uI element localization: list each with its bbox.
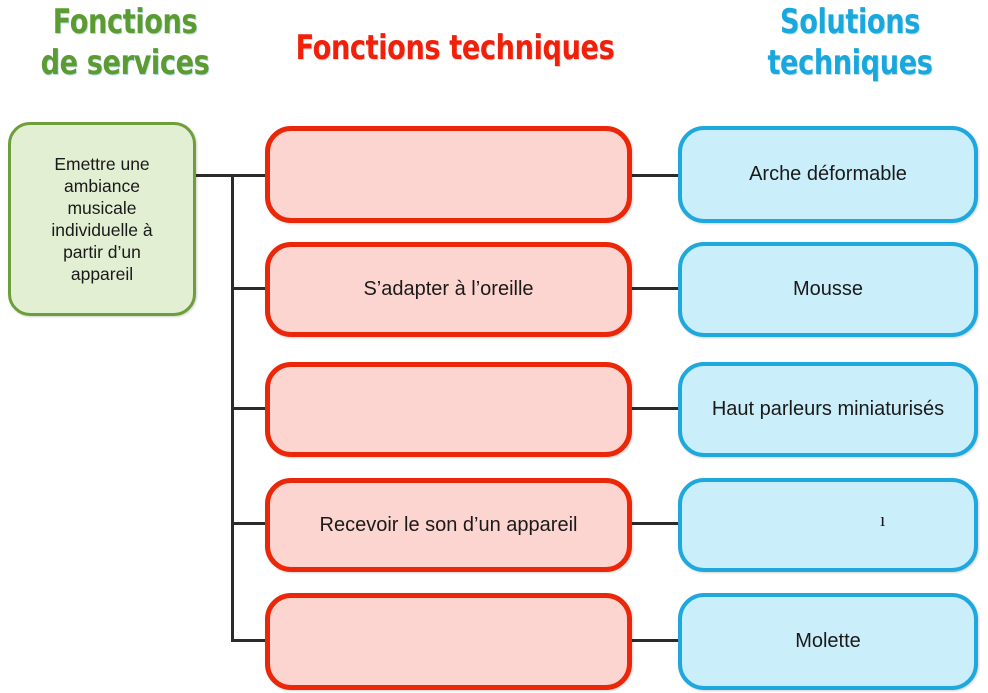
connector-function-solution-1 <box>630 174 680 177</box>
technical-solution-box-3[interactable]: Haut parleurs miniaturisés <box>678 362 978 457</box>
column-title-fonctions-techniques: Fonctions techniques <box>295 28 615 68</box>
technical-function-box-3[interactable] <box>265 362 632 457</box>
connector-function-solution-2 <box>630 287 680 290</box>
connector-function-solution-3 <box>630 407 680 410</box>
connector-branch-5 <box>231 639 267 642</box>
technical-solution-box-5[interactable]: Molette <box>678 593 978 690</box>
column-title-fonctions-de-services: Fonctions de services <box>40 2 210 84</box>
technical-solution-box-4[interactable] <box>678 478 978 572</box>
technical-solution-box-2[interactable]: Mousse <box>678 242 978 337</box>
technical-function-box-1[interactable] <box>265 126 632 223</box>
stray-glyph-artifact: ı <box>880 510 886 531</box>
connector-function-solution-4 <box>630 522 680 525</box>
column-title-solutions-techniques: Solutions techniques <box>767 2 933 84</box>
technical-solution-box-1[interactable]: Arche déformable <box>678 126 978 223</box>
connector-function-solution-5 <box>630 639 680 642</box>
connector-branch-2 <box>231 287 267 290</box>
connector-branch-3 <box>231 407 267 410</box>
connector-branch-4 <box>231 522 267 525</box>
service-function-box[interactable]: Emettre une ambiance musicale individuel… <box>8 122 196 316</box>
technical-function-box-4[interactable]: Recevoir le son d’un appareil <box>265 478 632 572</box>
technical-function-box-5[interactable] <box>265 593 632 690</box>
technical-function-box-2[interactable]: S’adapter à l’oreille <box>265 242 632 337</box>
